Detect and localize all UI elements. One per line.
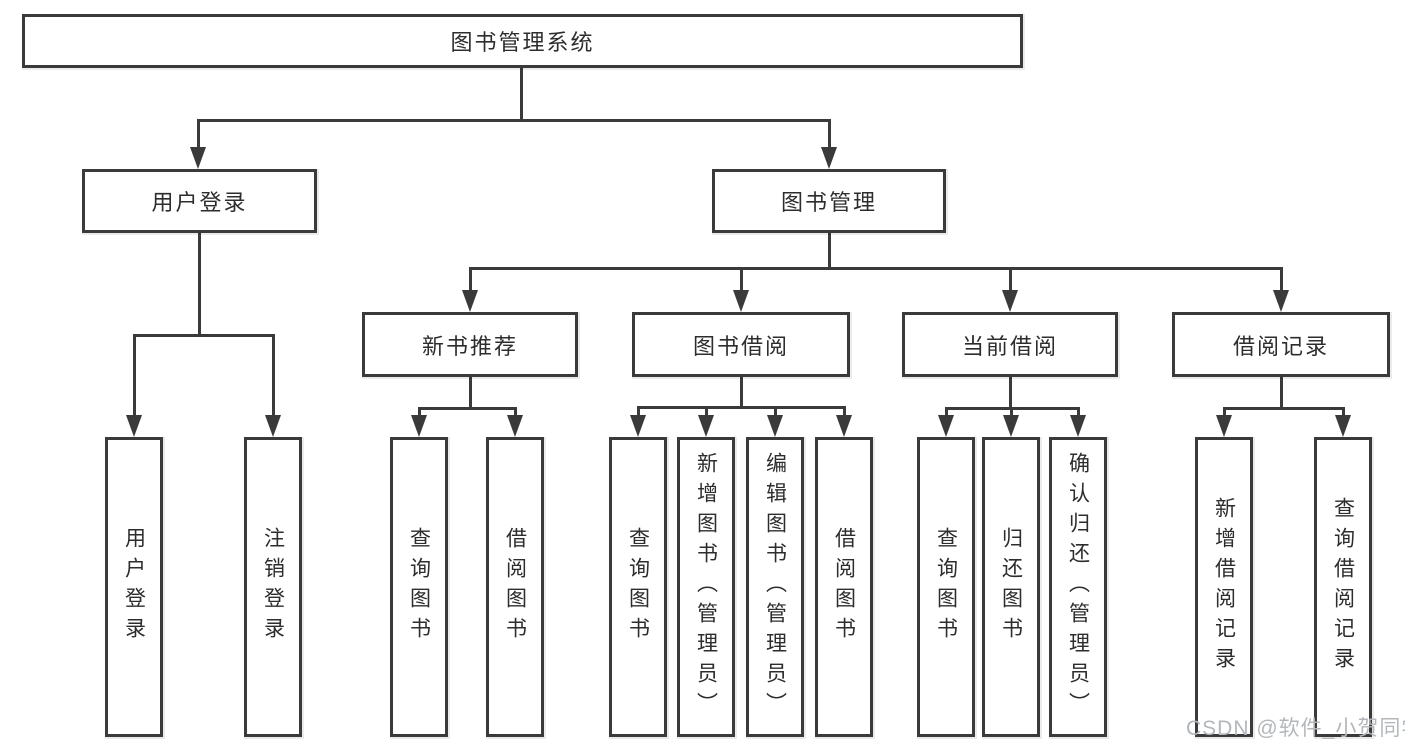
- node-label-leaf-bb-add: 新增图书（管理员）: [694, 452, 718, 722]
- node-label-leaf-br-add: 新增借阅记录: [1212, 497, 1236, 677]
- node-leaf-nb-query: 查询图书: [390, 437, 448, 737]
- node-label-book-borrowing: 图书借阅: [692, 333, 789, 359]
- node-label-user-login: 用户登录: [151, 190, 248, 215]
- arrow-down-icon: [507, 415, 523, 437]
- arrow-down-icon: [767, 415, 783, 437]
- connector-line: [739, 268, 743, 292]
- arrow-down-icon: [411, 415, 427, 437]
- node-leaf-cb-confirm: 确认归还（管理员）: [1049, 437, 1107, 737]
- arrow-down-icon: [462, 290, 478, 312]
- node-leaf-bb-borrow: 借阅图书: [815, 437, 873, 737]
- connector-line: [842, 407, 846, 417]
- arrow-down-icon: [126, 415, 142, 437]
- arrow-down-icon: [1002, 290, 1018, 312]
- connector-line: [417, 408, 421, 417]
- arrow-down-icon: [265, 415, 281, 437]
- arrow-down-icon: [836, 415, 852, 437]
- node-label-leaf-nb-borrow: 借阅图书: [503, 527, 527, 647]
- watermark-text: CSDN @软件_小贺同学: [1186, 717, 1405, 740]
- node-label-book-management: 图书管理: [780, 190, 877, 215]
- connector-line: [1279, 268, 1283, 292]
- connector-line: [271, 335, 275, 417]
- node-leaf-user-login: 用户登录: [105, 437, 163, 737]
- node-leaf-logout: 注销登录: [244, 437, 302, 737]
- node-leaf-br-query: 查询借阅记录: [1314, 437, 1372, 737]
- node-leaf-nb-borrow: 借阅图书: [486, 437, 544, 737]
- node-leaf-bb-query: 查询图书: [609, 437, 667, 737]
- arrow-down-icon: [698, 415, 714, 437]
- connector-line: [704, 407, 708, 417]
- connector-line: [132, 333, 275, 337]
- node-label-leaf-bb-edit: 编辑图书（管理员）: [763, 452, 787, 722]
- connector-line: [1009, 408, 1013, 417]
- node-borrowing-records: 借阅记录: [1172, 312, 1390, 377]
- connector-line: [468, 377, 472, 408]
- node-label-leaf-logout: 注销登录: [261, 527, 285, 647]
- node-label-new-book-recommend: 新书推荐: [421, 333, 518, 359]
- connector-line: [1008, 268, 1012, 292]
- node-label-leaf-nb-query: 查询图书: [407, 527, 431, 647]
- connector-line: [636, 407, 640, 417]
- connector-line: [1008, 377, 1012, 408]
- arrow-down-icon: [1003, 415, 1019, 437]
- connector-line: [1222, 408, 1226, 417]
- connector-line: [196, 120, 200, 149]
- connector-line: [827, 120, 831, 149]
- connector-line: [468, 266, 1283, 270]
- connector-line: [1222, 406, 1345, 410]
- connector-line: [197, 233, 201, 335]
- node-label-leaf-bb-query: 查询图书: [626, 527, 650, 647]
- arrow-down-icon: [1216, 415, 1232, 437]
- node-label-leaf-cb-return: 归还图书: [999, 527, 1023, 647]
- arrow-down-icon: [190, 147, 206, 169]
- arrow-down-icon: [1070, 415, 1086, 437]
- connector-line: [519, 68, 523, 120]
- node-current-borrowing: 当前借阅: [902, 312, 1118, 377]
- node-label-current-borrowing: 当前借阅: [961, 333, 1058, 359]
- node-book-borrowing: 图书借阅: [632, 312, 850, 377]
- connector-line: [196, 118, 831, 122]
- connector-line: [1341, 408, 1345, 417]
- arrow-down-icon: [821, 147, 837, 169]
- node-leaf-cb-query: 查询图书: [917, 437, 975, 737]
- node-leaf-cb-return: 归还图书: [982, 437, 1040, 737]
- node-leaf-bb-add: 新增图书（管理员）: [677, 437, 735, 737]
- connector-line: [132, 335, 136, 417]
- arrow-down-icon: [630, 415, 646, 437]
- connector-line: [513, 408, 517, 417]
- connector-line: [944, 408, 948, 417]
- connector-line: [1279, 377, 1283, 408]
- arrow-down-icon: [938, 415, 954, 437]
- node-leaf-bb-edit: 编辑图书（管理员）: [746, 437, 804, 737]
- node-label-leaf-cb-confirm: 确认归还（管理员）: [1066, 452, 1090, 722]
- node-label-leaf-cb-query: 查询图书: [934, 527, 958, 647]
- node-label-borrowing-records: 借阅记录: [1232, 333, 1329, 359]
- arrow-down-icon: [1273, 290, 1289, 312]
- connector-line: [468, 268, 472, 292]
- node-new-book-recommend: 新书推荐: [362, 312, 578, 377]
- connector-line: [739, 377, 743, 407]
- connector-line: [1076, 408, 1080, 417]
- connector-line: [827, 233, 831, 268]
- node-book-management: 图书管理: [712, 169, 946, 233]
- node-label-leaf-bb-borrow: 借阅图书: [832, 527, 856, 647]
- node-root: 图书管理系统: [22, 14, 1023, 68]
- node-label-root: 图书管理系统: [450, 30, 595, 55]
- connector-line: [773, 407, 777, 417]
- node-user-login: 用户登录: [82, 169, 317, 233]
- arrow-down-icon: [1335, 415, 1351, 437]
- watermark: CSDN @软件_小贺同学: [1186, 712, 1405, 742]
- node-leaf-br-add: 新增借阅记录: [1195, 437, 1253, 737]
- arrow-down-icon: [733, 290, 749, 312]
- connector-line: [417, 406, 517, 410]
- connector-line: [636, 405, 846, 409]
- node-label-leaf-user-login: 用户登录: [122, 527, 146, 647]
- node-label-leaf-br-query: 查询借阅记录: [1331, 497, 1355, 677]
